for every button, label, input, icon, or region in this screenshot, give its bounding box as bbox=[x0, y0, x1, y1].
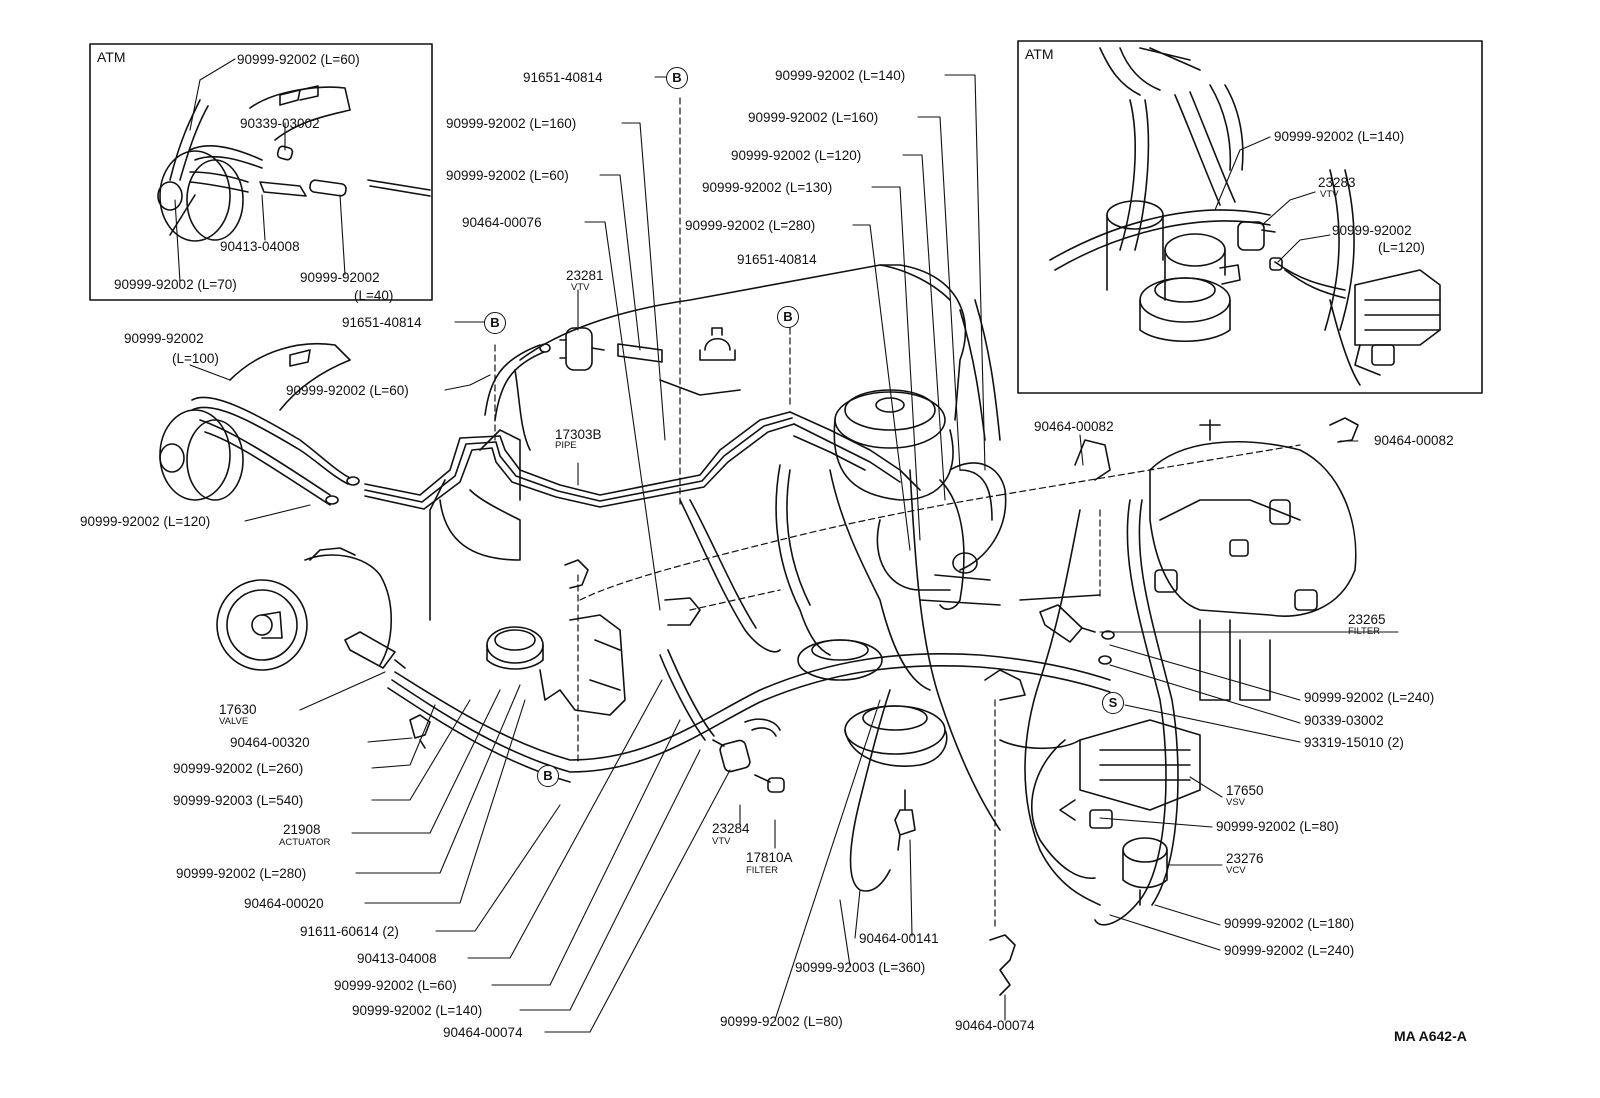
part-sublabel: VCV bbox=[1226, 865, 1246, 876]
part-label: 90999-92002 (L=120) bbox=[80, 514, 211, 529]
part-label: 90999-92002 (L=140) bbox=[352, 1003, 483, 1018]
marker-b-top: B bbox=[666, 67, 688, 89]
part-label: 91651-40814 bbox=[737, 252, 817, 267]
part-label: 90464-00074 bbox=[955, 1018, 1035, 1033]
part-sublabel: VTV bbox=[571, 282, 590, 293]
part-label: 90999-92002 (L=60) bbox=[446, 168, 569, 183]
part-label: 90999-92002 (L=260) bbox=[173, 761, 304, 776]
part-label: 23265 bbox=[1348, 612, 1386, 627]
part-label: 91651-40814 bbox=[342, 315, 422, 330]
marker-b-bottom: B bbox=[537, 765, 559, 787]
part-label: 90999-92002 (L=130) bbox=[702, 180, 833, 195]
marker-b-left: B bbox=[484, 312, 506, 334]
part-label: 17630 bbox=[219, 702, 257, 717]
part-label: 90464-00074 bbox=[443, 1025, 523, 1040]
left-inset-border bbox=[89, 43, 433, 301]
part-label: 90999-92002 (L=120) bbox=[731, 148, 862, 163]
part-label: 90339-03002 bbox=[1304, 713, 1384, 728]
part-label: 23284 bbox=[712, 821, 750, 836]
part-label: 90464-00020 bbox=[244, 896, 324, 911]
part-label: 90413-04008 bbox=[220, 239, 300, 254]
part-label: 93319-15010 (2) bbox=[1304, 735, 1404, 750]
part-sublabel: PIPE bbox=[555, 440, 577, 451]
part-label: 23283 bbox=[1318, 175, 1356, 190]
part-label: 90464-00082 bbox=[1034, 419, 1114, 434]
part-label: 90413-04008 bbox=[357, 951, 437, 966]
part-label: 90464-00320 bbox=[230, 735, 310, 750]
part-label: 90999-92002 (L=180) bbox=[1224, 916, 1355, 931]
diagram-code: MA A642-A bbox=[1394, 1028, 1467, 1044]
part-label: 17650 bbox=[1226, 783, 1264, 798]
part-sublabel: VTV bbox=[1320, 189, 1339, 200]
part-label: 90999-92002 (L=140) bbox=[775, 68, 906, 83]
part-label: (L=40) bbox=[354, 288, 394, 303]
part-label: 23276 bbox=[1226, 851, 1264, 866]
part-label: 90999-92002 (L=70) bbox=[114, 277, 237, 292]
part-label: 90999-92002 (L=240) bbox=[1224, 943, 1355, 958]
part-label: 90999-92002 (L=60) bbox=[237, 52, 360, 67]
part-label: 23281 bbox=[566, 268, 604, 283]
part-label: 90999-92002 (L=160) bbox=[748, 110, 879, 125]
main-engine-drawing bbox=[159, 97, 1359, 996]
part-sublabel: FILTER bbox=[746, 865, 779, 876]
part-sublabel: VTV bbox=[712, 836, 731, 847]
part-label: 90999-92002 (L=280) bbox=[176, 866, 307, 881]
part-label: 21908 bbox=[283, 822, 321, 837]
part-label: 91611-60614 (2) bbox=[300, 924, 399, 939]
part-label: (L=120) bbox=[1378, 240, 1425, 255]
part-label: 90999-92002 (L=60) bbox=[286, 383, 409, 398]
right-inset-title: ATM bbox=[1025, 46, 1054, 62]
part-label: 90999-92003 (L=360) bbox=[795, 960, 926, 975]
part-label: 90339-03002 bbox=[240, 116, 320, 131]
part-sublabel: FILTER bbox=[1348, 626, 1381, 637]
part-label: 90999-92002 bbox=[300, 270, 380, 285]
marker-b-center: B bbox=[777, 306, 799, 328]
left-inset-drawing bbox=[157, 85, 431, 242]
part-label: 90999-92002 (L=80) bbox=[720, 1014, 843, 1029]
part-label: (L=100) bbox=[172, 351, 219, 366]
part-label: 90999-92002 (L=60) bbox=[334, 978, 457, 993]
part-label: 90999-92002 bbox=[1332, 223, 1412, 238]
part-label: 90464-00141 bbox=[859, 931, 939, 946]
right-inset-drawing bbox=[1049, 47, 1441, 386]
part-label: 90464-00076 bbox=[462, 215, 542, 230]
part-label: 91651-40814 bbox=[523, 70, 603, 85]
leader-lines bbox=[174, 58, 1399, 1033]
right-inset-border bbox=[1017, 40, 1483, 394]
part-label: 90999-92002 (L=280) bbox=[685, 218, 816, 233]
left-inset-title: ATM bbox=[97, 49, 126, 65]
part-label: 17303B bbox=[555, 427, 602, 442]
part-sublabel: VSV bbox=[1226, 797, 1246, 808]
marker-s: S bbox=[1102, 692, 1124, 714]
part-label: 90999-92002 bbox=[124, 331, 204, 346]
part-label: 90999-92002 (L=240) bbox=[1304, 690, 1435, 705]
part-label: 90999-92002 (L=80) bbox=[1216, 819, 1339, 834]
part-sublabel: VALVE bbox=[219, 716, 249, 727]
part-sublabel: ACTUATOR bbox=[279, 837, 331, 848]
part-label: 90999-92002 (L=160) bbox=[446, 116, 577, 131]
part-label: 90999-92003 (L=540) bbox=[173, 793, 304, 808]
part-label: 90464-00082 bbox=[1374, 433, 1454, 448]
part-label: 90999-92002 (L=140) bbox=[1274, 129, 1405, 144]
part-label: 17810A bbox=[746, 850, 793, 865]
